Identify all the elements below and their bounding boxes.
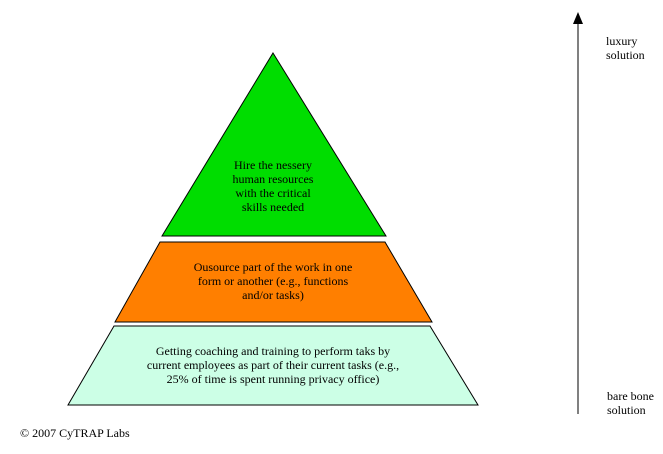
- pyramid-top-tier: [161, 52, 387, 237]
- pyramid-middle-tier: [114, 241, 433, 323]
- scale-arrow: [573, 12, 583, 414]
- scale-arrow-head: [573, 12, 583, 24]
- bare-bone-solution-label: bare bone solution: [607, 389, 654, 417]
- copyright-notice: © 2007 CyTRAP Labs: [20, 426, 130, 440]
- top-tier-text: Hire the nessery human resources with th…: [232, 158, 314, 214]
- middle-tier-text: Ousource part of the work in one form or…: [193, 260, 353, 302]
- bottom-tier-text: Getting coaching and training to perform…: [146, 344, 400, 386]
- luxury-solution-label: luxury solution: [606, 34, 645, 62]
- pyramid-bottom-tier: [67, 325, 479, 406]
